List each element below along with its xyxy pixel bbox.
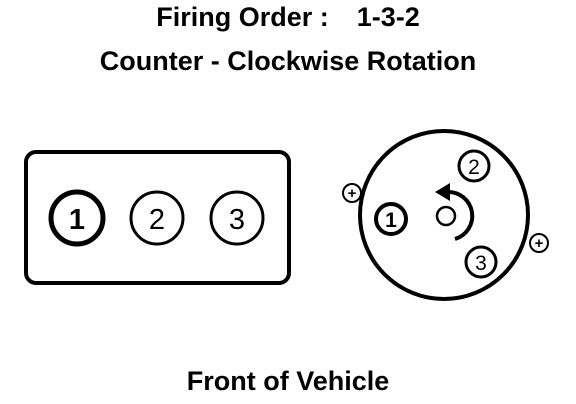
terminal-3 (464, 245, 498, 279)
terminal-2-label: 2 (468, 156, 480, 179)
rotation-heading: Counter - Clockwise Rotation (99, 46, 477, 76)
cylinder-2 (129, 190, 185, 246)
firing-order-label: Firing Order : (156, 2, 329, 32)
front-of-vehicle-label: Front of Vehicle (186, 366, 390, 396)
rotor-hub (435, 205, 457, 227)
cylinder-3 (209, 190, 265, 246)
cylinder-2-label: 2 (149, 204, 165, 236)
plus-marker-right (529, 233, 549, 253)
plus-symbol-left: + (348, 185, 357, 202)
plus-symbol-right: + (535, 235, 544, 252)
distributor-cap (358, 129, 530, 301)
terminal-1-label: 1 (385, 209, 397, 232)
rotation-arrowhead (435, 183, 450, 201)
terminal-2 (457, 149, 491, 183)
rotation-arrow (446, 189, 475, 241)
cylinder-1 (48, 189, 106, 247)
firing-order-value: 1-3-2 (356, 2, 420, 32)
firing-order-heading: Firing Order : 1-3-2 (0, 2, 576, 33)
terminal-3-label: 3 (475, 252, 487, 275)
engine-block (24, 150, 291, 285)
cylinder-1-label: 1 (69, 204, 85, 236)
terminal-1 (374, 202, 408, 236)
cylinder-3-label: 3 (229, 204, 245, 236)
plus-marker-left (342, 183, 362, 203)
